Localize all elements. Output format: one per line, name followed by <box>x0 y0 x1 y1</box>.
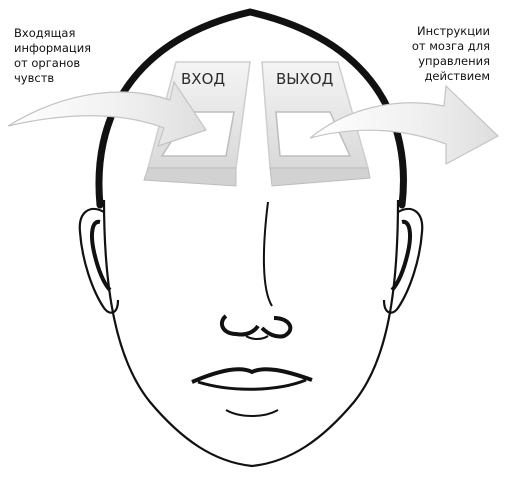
right-ear <box>382 207 424 314</box>
mouth <box>191 367 313 417</box>
input-label: ВХОД <box>181 70 225 88</box>
face-outline <box>102 199 400 468</box>
right-caption: Инструкции от мозга для управления дейст… <box>411 24 490 83</box>
left-caption: Входящая информация от органов чувств <box>14 26 92 85</box>
incoming-arrow <box>7 80 207 147</box>
output-tray: ВЫХОД <box>261 61 371 187</box>
nose <box>219 201 293 340</box>
outgoing-arrow <box>309 84 500 166</box>
output-label: ВЫХОД <box>276 70 333 88</box>
left-ear <box>78 207 120 314</box>
